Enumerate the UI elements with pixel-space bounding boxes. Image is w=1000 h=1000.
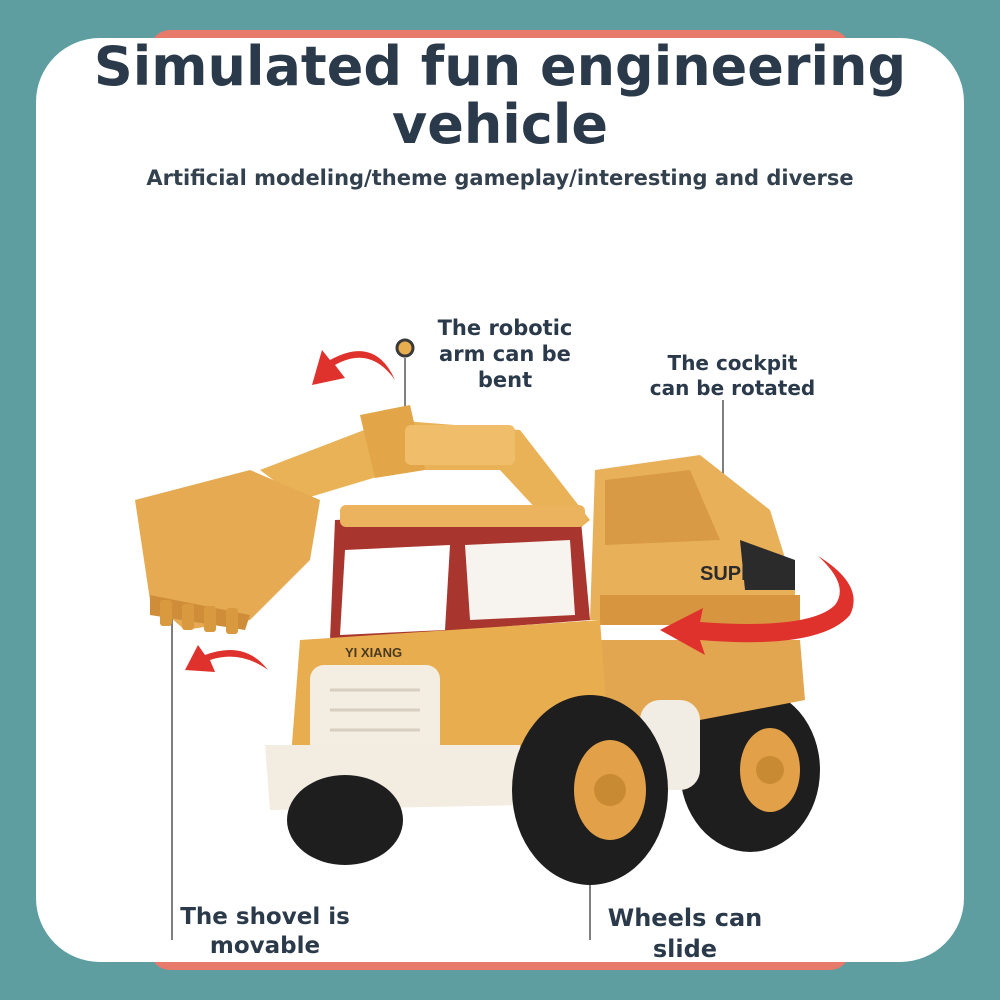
callout-arm-line-2: arm can be [439,342,571,366]
callout-shovel: The shovel is movable [170,903,360,961]
cockpit: SUPER [590,455,800,625]
page-title: Simulated fun engineering vehicle [0,38,1000,154]
rear-body [560,640,805,720]
robotic-arm [260,405,590,540]
truck-cab [330,505,590,640]
callout-wheels-line-1: Wheels can [607,904,763,932]
brand-label: YI XIANG [345,645,402,660]
front-wheel-right [512,695,668,885]
rear-wheel [680,688,820,852]
shovel [135,470,320,634]
cockpit-rotate-arrow-icon [660,556,854,655]
callout-cockpit-line-1: The cockpit [667,351,798,375]
title-line-2: vehicle [392,93,608,156]
callout-shovel-line-2: movable [209,933,321,959]
callout-arm-line-3: bent [477,368,533,392]
callout-robotic-arm: The robotic arm can be bent [420,315,590,393]
title-line-1: Simulated fun engineering [93,35,907,98]
model-label: SUPER [700,563,769,585]
callout-arm-line-1: The robotic [437,316,573,340]
front-wheel-left [287,775,403,865]
shovel-move-arrow-icon [185,645,268,672]
callout-shovel-line-1: The shovel is [180,904,350,930]
callout-wheels: Wheels can slide [590,903,780,965]
arm-leader-dot [395,338,415,358]
callout-wheels-line-2: slide [652,935,718,963]
callout-cockpit-line-2: can be rotated [649,376,816,400]
callout-cockpit: The cockpit can be rotated [640,351,825,401]
arm-bend-arrow-icon [312,350,395,385]
subtitle: Artificial modeling/theme gameplay/inter… [146,166,854,190]
